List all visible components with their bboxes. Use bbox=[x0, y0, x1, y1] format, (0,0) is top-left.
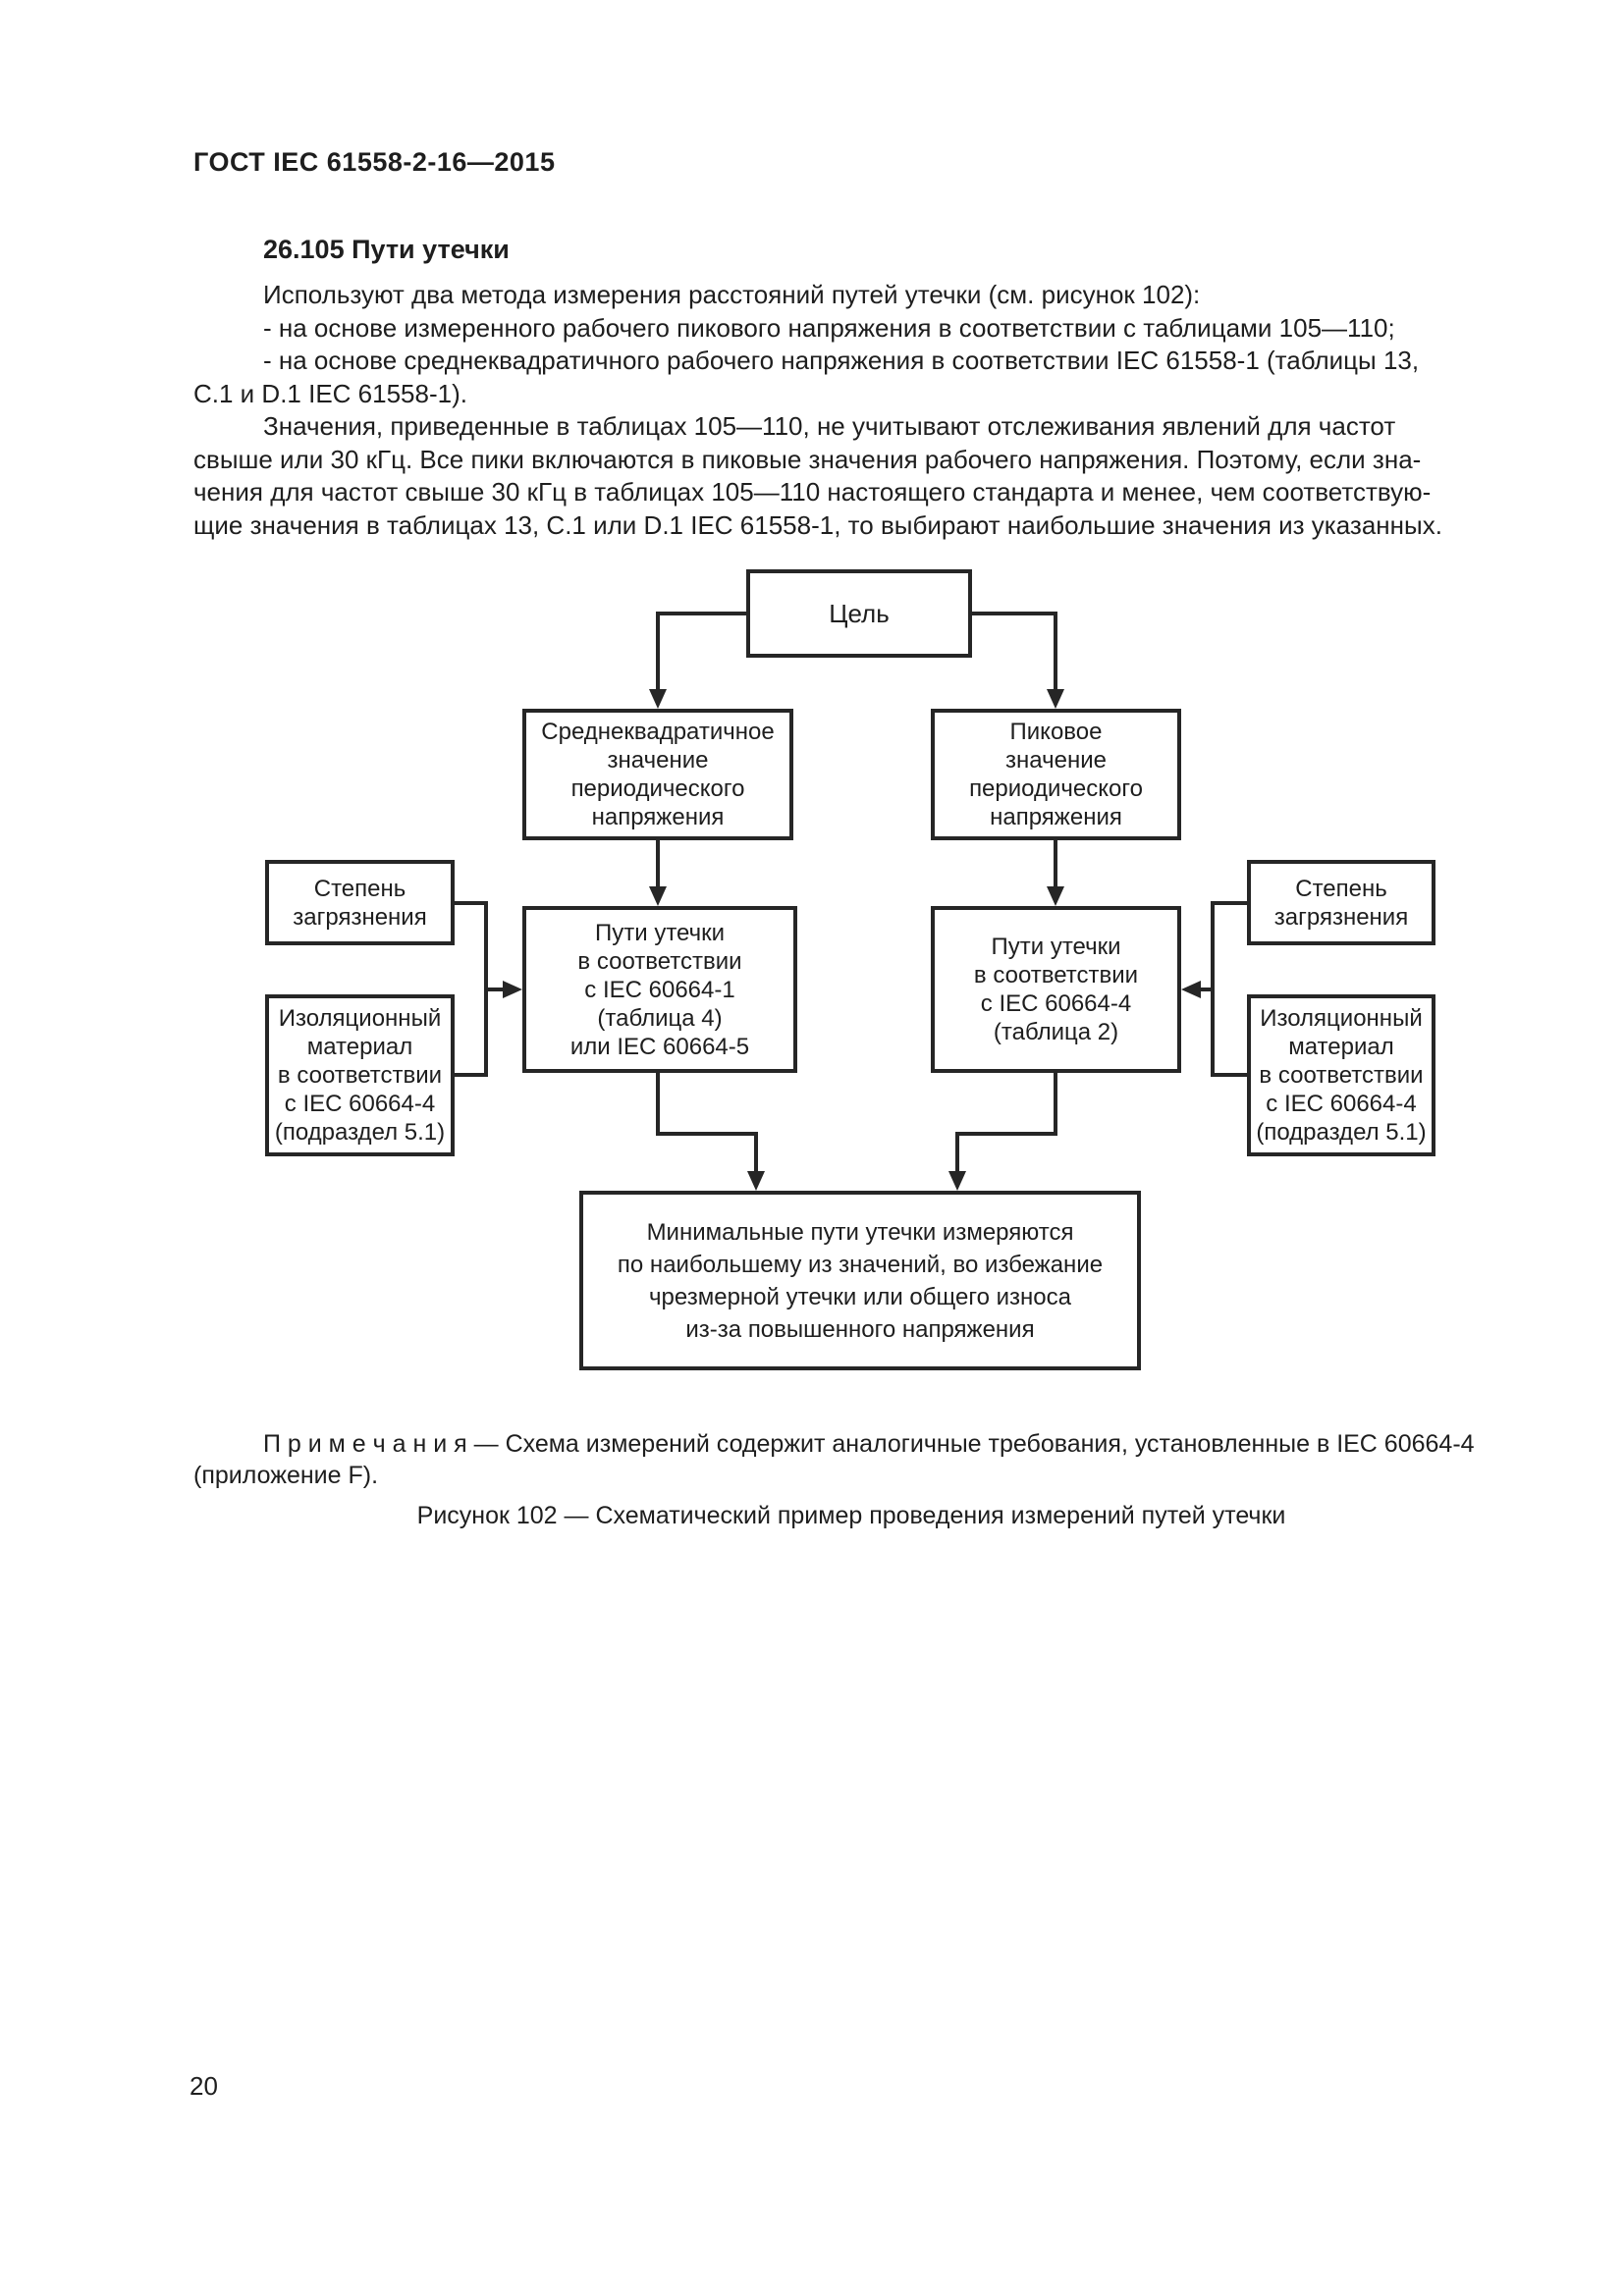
paragraph-line: щие значения в таблицах 13, C.1 или D.1 … bbox=[193, 509, 1442, 540]
arrowhead-down bbox=[747, 1171, 765, 1191]
arrowhead-down bbox=[649, 886, 667, 906]
note-line: (приложение F). bbox=[193, 1462, 379, 1489]
connector-goal-to-rms bbox=[656, 612, 746, 701]
list-item-line: - на основе измеренного рабочего пиковог… bbox=[263, 312, 1395, 343]
arrowhead-down bbox=[1047, 689, 1064, 709]
flowchart-box-rms-value: Среднеквадратичное значение периодическо… bbox=[522, 709, 793, 840]
paragraph-line: свыше или 30 кГц. Все пики включаются в … bbox=[193, 444, 1422, 474]
paragraph-line: чения для частот свыше 30 кГц в таблицах… bbox=[193, 477, 1432, 507]
connector-creepage-left-to-minimum bbox=[656, 1073, 758, 1183]
arrowhead-down bbox=[1047, 886, 1064, 906]
body-text: Используют два метода измерения расстоян… bbox=[193, 279, 1509, 542]
flowchart-box-pollution-degree-right: Степень загрязнения bbox=[1247, 860, 1435, 945]
arrowhead-left bbox=[1181, 981, 1201, 998]
paragraph-line: C.1 и D.1 IEC 61558-1). bbox=[193, 378, 467, 408]
arrowhead-down bbox=[948, 1171, 966, 1191]
flowchart-box-creepage-iec60664-1: Пути утечки в соответствии с IEC 60664-1… bbox=[522, 906, 797, 1073]
note-line: П р и м е ч а н и я — Схема измерений со… bbox=[263, 1430, 1475, 1458]
running-header: ГОСТ IEC 61558-2-16—2015 bbox=[193, 147, 556, 177]
flowchart-box-insulation-material-left: Изоляционный материал в соответствии с I… bbox=[265, 994, 455, 1156]
list-item-line: - на основе среднеквадратичного рабочего… bbox=[263, 346, 1420, 375]
arrowhead-right bbox=[503, 981, 522, 998]
flowchart-box-creepage-iec60664-4: Пути утечки в соответствии с IEC 60664-4… bbox=[931, 906, 1181, 1073]
connector-goal-to-peak bbox=[972, 612, 1057, 701]
flowchart-box-minimum-creepage: Минимальные пути утечки измеряются по на… bbox=[579, 1191, 1141, 1370]
flowchart-box-goal: Цель bbox=[746, 569, 972, 658]
connector-right-side-merge bbox=[1211, 901, 1247, 1077]
figure-caption: Рисунок 102 — Схематический пример прове… bbox=[416, 1502, 1286, 1529]
note-block: П р и м е ч а н и я — Схема измерений со… bbox=[193, 1428, 1514, 1491]
page-number: 20 bbox=[189, 2071, 218, 2101]
flowchart-box-insulation-material-right: Изоляционный материал в соответствии с I… bbox=[1247, 994, 1435, 1156]
flowchart-box-peak-value: Пиковое значение периодического напряжен… bbox=[931, 709, 1181, 840]
paragraph-line: Используют два метода измерения расстоян… bbox=[263, 280, 1201, 309]
connector-creepage-right-to-minimum bbox=[955, 1073, 1057, 1183]
paragraph-line: Значения, приведенные в таблицах 105—110… bbox=[263, 411, 1396, 441]
flowchart-box-pollution-degree-left: Степень загрязнения bbox=[265, 860, 455, 945]
connector-left-side-merge bbox=[455, 901, 488, 1077]
section-heading: 26.105 Пути утечки bbox=[263, 235, 510, 264]
arrowhead-down bbox=[649, 689, 667, 709]
